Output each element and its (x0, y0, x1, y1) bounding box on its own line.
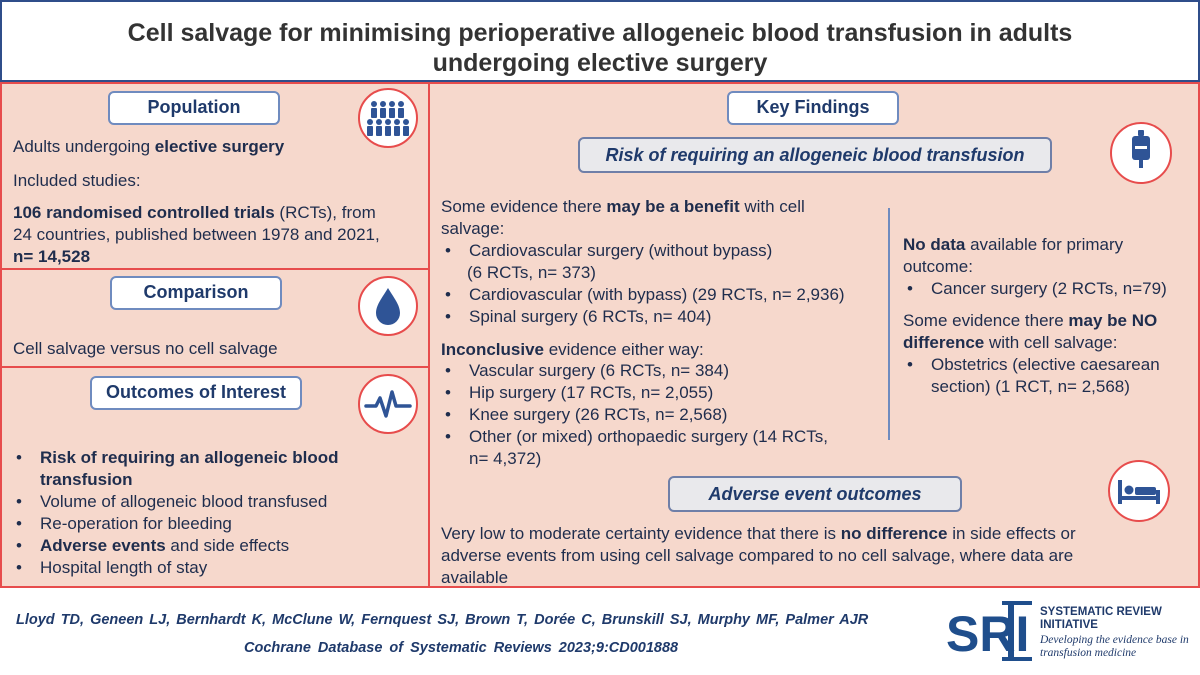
nodata-intro: No data available for primary outcome: (903, 235, 1124, 276)
adverse-text: Very low to moderate certainty evidence … (441, 524, 1076, 587)
list-item: Hip surgery (17 RCTs, n= 2,055) (441, 382, 886, 404)
blood-bag-icon (1110, 122, 1172, 184)
list-item: Cardiovascular surgery (without bypass)(… (441, 240, 886, 284)
inconclusive-intro: Inconclusive evidence either way: (441, 340, 704, 359)
authors-citation: Lloyd TD, Geneen LJ, Bernhardt K, McClun… (16, 612, 869, 628)
journal-citation: Cochrane Database of Systematic Reviews … (244, 640, 679, 656)
list-item: Other (or mixed) orthopaedic surgery (14… (441, 426, 886, 470)
list-item: Volume of allogeneic blood transfused (12, 491, 412, 513)
list-item: Re-operation for bleeding (12, 513, 412, 535)
list-item: Spinal surgery (6 RCTs, n= 404) (441, 306, 886, 328)
population-heading: Population (108, 91, 280, 125)
key-findings-heading: Key Findings (727, 91, 899, 125)
sri-logo-icon: SRI (944, 597, 1032, 663)
footer (0, 588, 1200, 675)
population-line2: Included studies: (13, 171, 141, 190)
list-item: Adverse events and side effects (12, 535, 412, 557)
outcomes-heading: Outcomes of Interest (90, 376, 302, 410)
sri-logo-letters: SRI (946, 606, 1029, 662)
population-studies: 106 randomised controlled trials (RCTs),… (13, 203, 380, 266)
comparison-heading: Comparison (110, 276, 282, 310)
benefit-list: Cardiovascular surgery (without bypass)(… (441, 240, 886, 328)
list-item: Cancer surgery (2 RCTs, n=79) (903, 278, 1195, 300)
population-line1: Adults undergoing elective surgery (13, 137, 285, 156)
inconclusive-list: Vascular surgery (6 RCTs, n= 384) Hip su… (441, 360, 886, 470)
sri-logo-title: SYSTEMATIC REVIEW INITIATIVE (1040, 606, 1162, 631)
blood-drop-icon (358, 276, 418, 336)
list-item: Vascular surgery (6 RCTs, n= 384) (441, 360, 886, 382)
list-item: Knee surgery (26 RCTs, n= 2,568) (441, 404, 886, 426)
benefit-intro: Some evidence there may be a benefit wit… (441, 197, 805, 238)
hospital-bed-icon (1108, 460, 1170, 522)
comparison-text: Cell salvage versus no cell salvage (13, 339, 278, 358)
column-divider (888, 208, 890, 440)
nodata-list: Cancer surgery (2 RCTs, n=79) (903, 278, 1195, 300)
sri-logo-tagline: Developing the evidence base in transfus… (1040, 634, 1189, 659)
list-item: Risk of requiring an allogeneic bloodtra… (12, 447, 412, 491)
list-item: Hospital length of stay (12, 557, 412, 579)
page-title-line1: Cell salvage for minimising perioperativ… (127, 19, 1073, 47)
nodiff-intro: Some evidence there may be NO difference… (903, 311, 1158, 352)
outcomes-list: Risk of requiring an allogeneic bloodtra… (12, 447, 412, 579)
list-item: Cardiovascular (with bypass) (29 RCTs, n… (441, 284, 886, 306)
adverse-heading: Adverse event outcomes (668, 476, 962, 512)
title-band: Cell salvage for minimising perioperativ… (0, 0, 1200, 82)
people-group-icon (358, 88, 418, 148)
heartbeat-icon (358, 374, 418, 434)
risk-heading: Risk of requiring an allogeneic blood tr… (578, 137, 1052, 173)
page-title-line2: undergoing elective surgery (432, 49, 768, 77)
